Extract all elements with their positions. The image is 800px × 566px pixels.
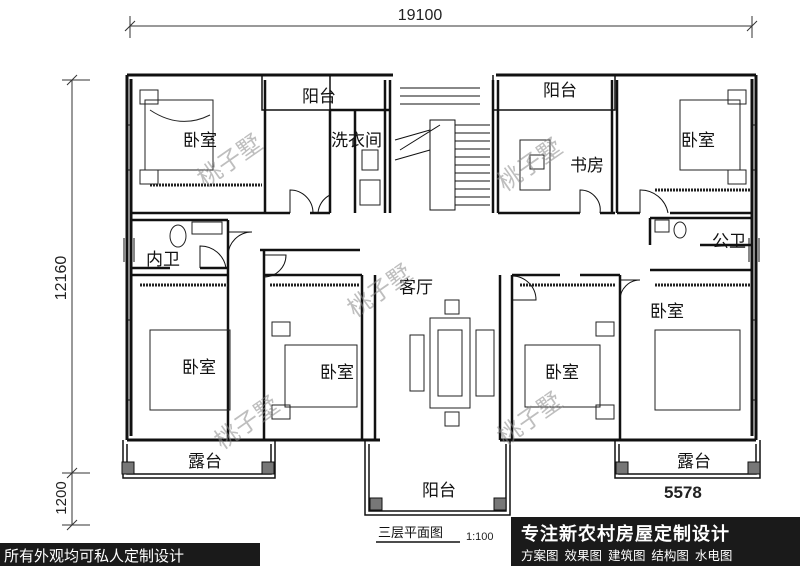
bed-furniture xyxy=(139,89,750,420)
staircase xyxy=(394,87,490,211)
drawing-title: 三层平面图 xyxy=(378,526,443,541)
room-label-terrace-right: 露台 xyxy=(677,452,711,472)
promo-headline: 专注新农村房屋定制设计 xyxy=(521,524,730,545)
room-label-bedroom-lower-3: 卧室 xyxy=(545,363,579,383)
terrace-columns xyxy=(121,461,761,511)
room-label-bedroom-top-right: 卧室 xyxy=(681,131,715,151)
top-balcony-rails xyxy=(130,74,756,111)
room-label-bedroom-lower-1: 卧室 xyxy=(182,358,216,378)
room-labels: 卧室 阳台 洗衣间 阳台 书房 卧室 内卫 公卫 客厅 卧室 卧室 卧室 卧室 … xyxy=(146,81,746,501)
room-label-laundry: 洗衣间 xyxy=(331,131,382,151)
door-swings xyxy=(199,189,669,301)
overall-width-dimension: 19100 xyxy=(398,7,443,24)
terrace-depth-dimension: 1200 xyxy=(53,481,70,514)
watermark-4: 桃子墅 xyxy=(209,391,284,455)
promo-services: 方案图 效果图 建筑图 结构图 水电图 xyxy=(521,548,733,563)
drawing-scale: 1:100 xyxy=(466,531,494,543)
room-label-bedroom-lower-2: 卧室 xyxy=(320,363,354,383)
overall-depth-dimension: 12160 xyxy=(53,256,70,301)
room-label-bedroom-lower-4: 卧室 xyxy=(650,302,684,322)
room-label-public-bath: 公卫 xyxy=(712,232,746,252)
promo-banner: 专注新农村房屋定制设计 方案图 效果图 建筑图 结构图 水电图 xyxy=(511,517,800,566)
room-label-balcony-top-left: 阳台 xyxy=(302,87,336,107)
study-desk xyxy=(519,139,551,191)
bath-fixtures xyxy=(169,149,687,248)
room-label-terrace-left: 露台 xyxy=(188,452,222,472)
room-label-bedroom-top-left: 卧室 xyxy=(183,131,217,151)
custom-design-note-text: 所有外观均可私人定制设计 xyxy=(4,547,185,565)
room-label-balcony-bottom: 阳台 xyxy=(422,481,456,501)
custom-design-note: 所有外观均可私人定制设计 xyxy=(0,543,260,566)
terrace-structure xyxy=(122,440,761,516)
area-note: 5578 xyxy=(664,483,702,502)
living-room-furniture xyxy=(409,299,495,427)
room-label-living-room: 客厅 xyxy=(399,278,433,298)
watermark-2: 桃子墅 xyxy=(492,133,567,197)
room-label-study: 书房 xyxy=(570,156,604,176)
dimension-lines xyxy=(62,16,758,531)
windows xyxy=(123,124,760,401)
room-label-ensuite-bath: 内卫 xyxy=(146,250,180,270)
room-label-balcony-top-right: 阳台 xyxy=(543,81,577,101)
interior-walls xyxy=(131,80,752,440)
